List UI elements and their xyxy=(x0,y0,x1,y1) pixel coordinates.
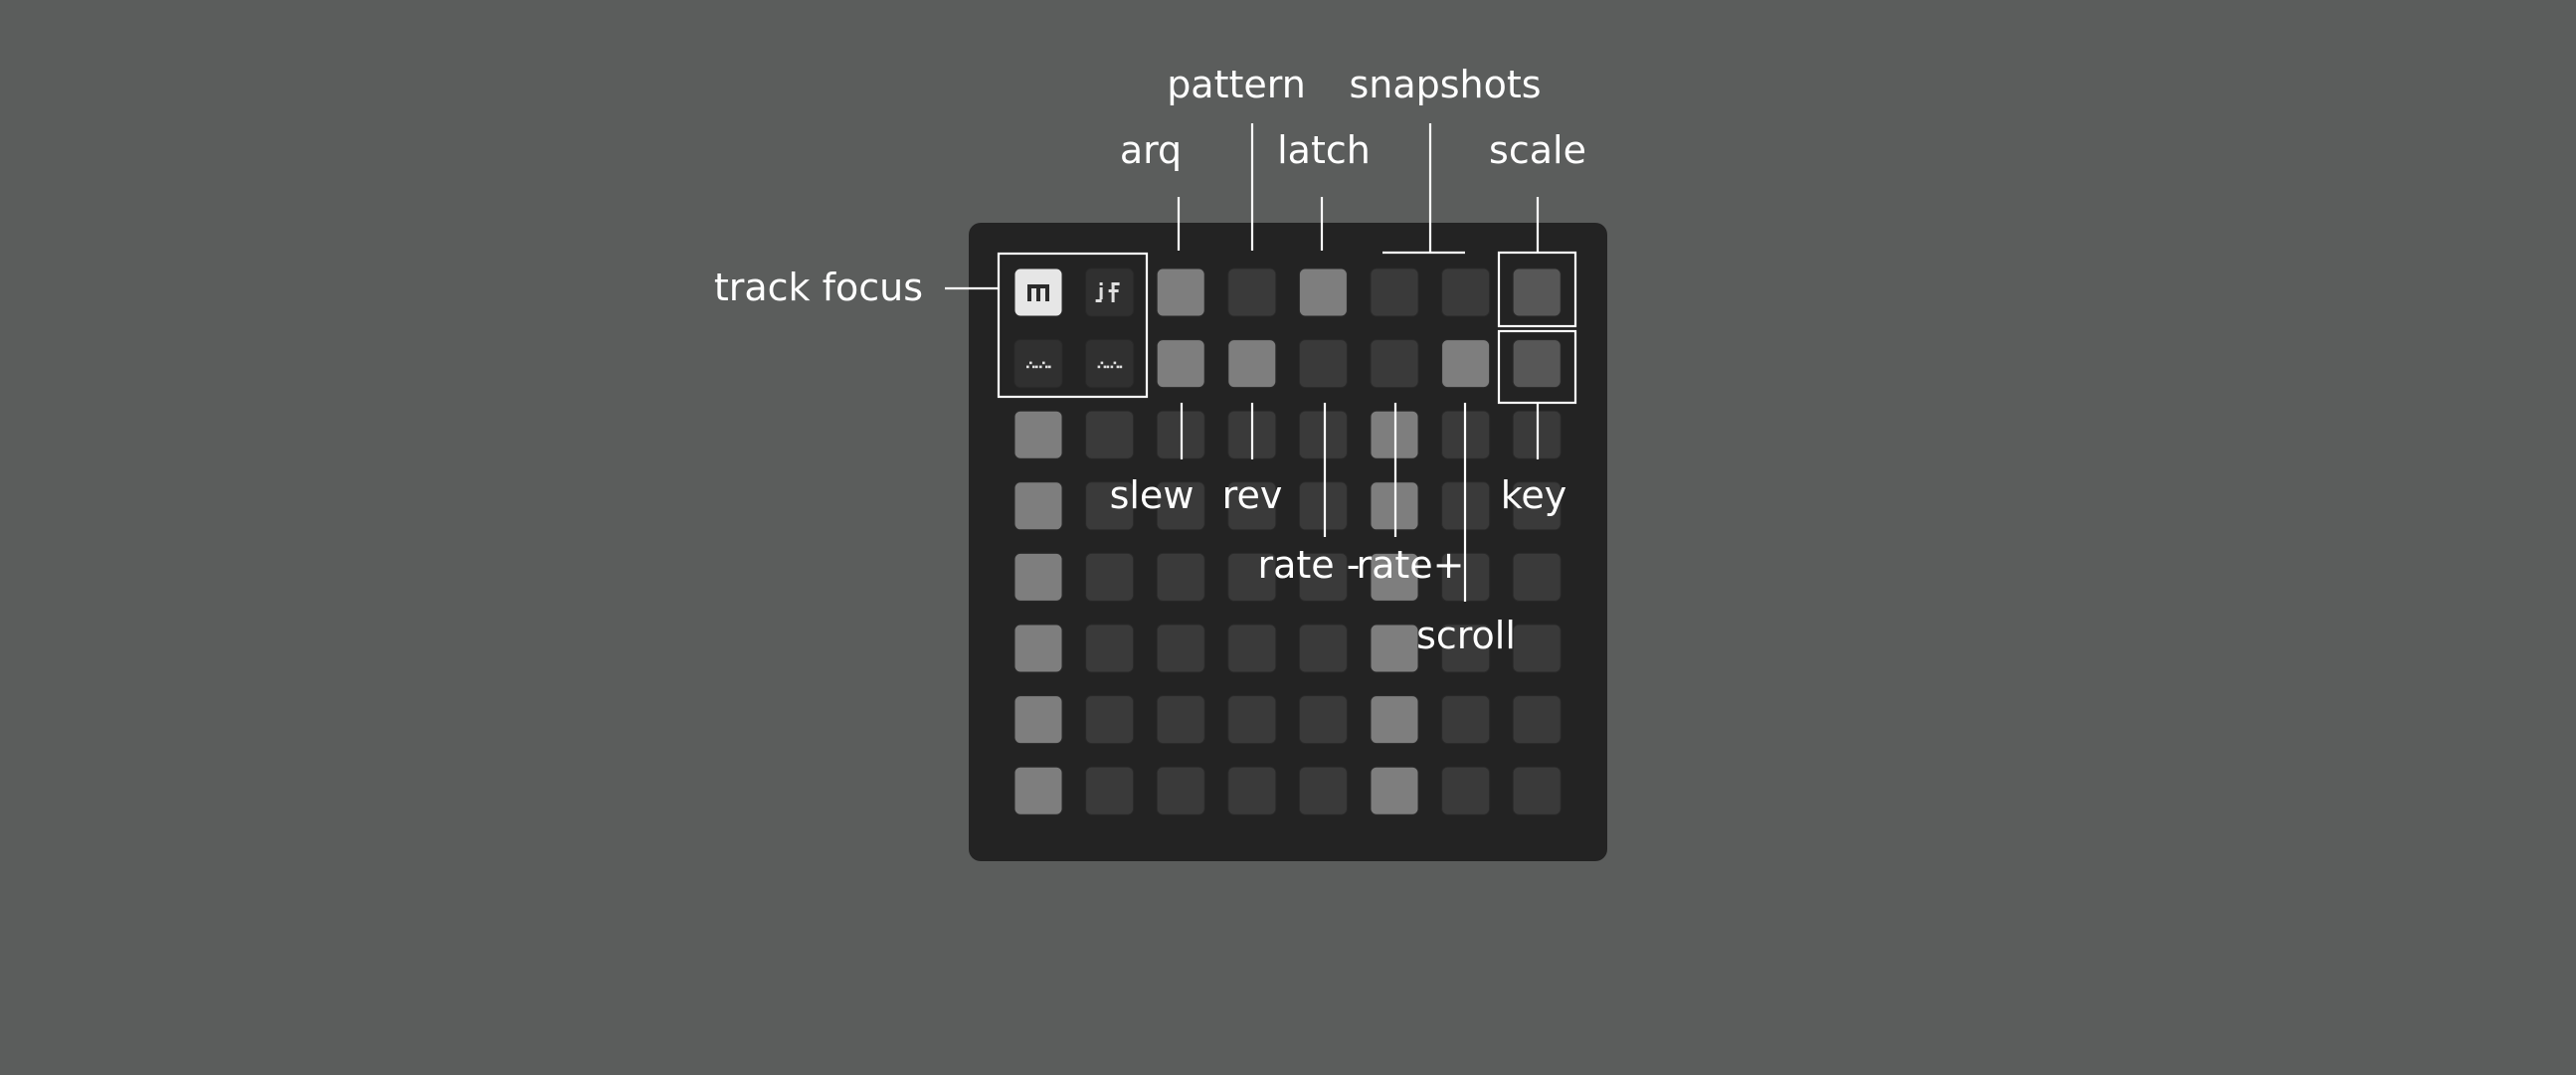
grid-pad-r5-c2[interactable] xyxy=(1156,624,1205,673)
grid-pad-r0-c2[interactable] xyxy=(1156,268,1205,317)
grid-pad-r6-c6[interactable] xyxy=(1441,695,1491,745)
grid-pad-r7-c4[interactable] xyxy=(1298,766,1348,815)
grid-pad-r0-c5[interactable] xyxy=(1370,268,1419,317)
grid-pad-r7-c6[interactable] xyxy=(1441,766,1491,815)
key-label: key xyxy=(1501,473,1567,517)
grid-pad-r5-c7[interactable] xyxy=(1512,624,1562,673)
leader-lines xyxy=(945,123,1540,602)
grid-pad-r5-c5[interactable] xyxy=(1370,624,1419,673)
grid-pad-r1-c4[interactable] xyxy=(1298,339,1348,389)
grid-pad-r4-c2[interactable] xyxy=(1156,552,1205,602)
grid-pad-r6-c1[interactable] xyxy=(1085,695,1135,745)
grid-pad-r5-c6[interactable] xyxy=(1441,624,1491,673)
grid-pad-r6-c4[interactable] xyxy=(1298,695,1348,745)
grid-pad-r4-c4[interactable] xyxy=(1298,552,1348,602)
grid-pad-r4-c7[interactable] xyxy=(1512,552,1562,602)
grid-pad-r1-c6[interactable] xyxy=(1441,339,1491,389)
grid-pad-r7-c2[interactable] xyxy=(1156,766,1205,815)
track-focus-label: track focus xyxy=(714,266,923,309)
grid-pad-r6-c7[interactable] xyxy=(1512,695,1562,745)
grid-pad-r7-c5[interactable] xyxy=(1370,766,1419,815)
grid-pad-r5-c0[interactable] xyxy=(1013,624,1063,673)
grid-pad-r5-c3[interactable] xyxy=(1227,624,1277,673)
grid-pad-r1-c0[interactable] xyxy=(1013,339,1063,389)
rate-minus-label: rate - xyxy=(1258,543,1361,587)
grid-pad-r2-c0[interactable] xyxy=(1013,410,1063,459)
latch-label: latch xyxy=(1277,128,1371,172)
grid-pad-r1-c2[interactable] xyxy=(1156,339,1205,389)
grid-pad-r7-c7[interactable] xyxy=(1512,766,1562,815)
grid-pad-r6-c3[interactable] xyxy=(1227,695,1277,745)
grid-pad-r3-c1[interactable] xyxy=(1085,481,1135,531)
grid-pad-r0-c7[interactable] xyxy=(1512,268,1562,317)
jf-glyph-icon xyxy=(1095,282,1120,302)
rev-label: rev xyxy=(1222,473,1283,517)
labels: track focus pattern snapshots arq latch … xyxy=(714,63,1586,657)
grid-pad-r4-c1[interactable] xyxy=(1085,552,1135,602)
grid-pad-r1-c7[interactable] xyxy=(1512,339,1562,389)
grid-pad-r3-c3[interactable] xyxy=(1227,481,1277,531)
slew-label: slew xyxy=(1110,473,1195,517)
scroll-label: scroll xyxy=(1416,614,1516,657)
wave-glyph-icon xyxy=(1026,361,1051,369)
m-glyph-icon xyxy=(1027,284,1049,301)
grid-pad-r1-c5[interactable] xyxy=(1370,339,1419,389)
grid-pad-r6-c2[interactable] xyxy=(1156,695,1205,745)
grid-pad-r3-c0[interactable] xyxy=(1013,481,1063,531)
arq-label: arq xyxy=(1120,128,1182,172)
grid-pad-r7-c0[interactable] xyxy=(1013,766,1063,815)
track-focus-bracket xyxy=(997,252,1149,399)
grid-pad-r2-c4[interactable] xyxy=(1298,410,1348,459)
grid-pad-r3-c2[interactable] xyxy=(1156,481,1205,531)
grid-pad-r4-c5[interactable] xyxy=(1370,552,1419,602)
scale-label: scale xyxy=(1489,128,1586,172)
grid-pad-r0-c4[interactable] xyxy=(1298,268,1348,317)
grid-pad-r7-c3[interactable] xyxy=(1227,766,1277,815)
grid-pad-r2-c1[interactable] xyxy=(1085,410,1135,459)
grid-pad-r1-c1[interactable] xyxy=(1085,339,1135,389)
snapshots-label: snapshots xyxy=(1349,63,1541,106)
grid-pad-r4-c3[interactable] xyxy=(1227,552,1277,602)
grid-pad-r0-c3[interactable] xyxy=(1227,268,1277,317)
grid-pad-r4-c0[interactable] xyxy=(1013,552,1063,602)
grid-pad-r3-c7[interactable] xyxy=(1512,481,1562,531)
grid-pad-r1-c3[interactable] xyxy=(1227,339,1277,389)
grid-pad-r6-c5[interactable] xyxy=(1370,695,1419,745)
rate-plus-label: rate+ xyxy=(1356,543,1464,587)
wave-glyph-icon xyxy=(1097,361,1123,369)
grid-pad-r5-c1[interactable] xyxy=(1085,624,1135,673)
grid-pad-r3-c4[interactable] xyxy=(1298,481,1348,531)
grid-pad-r0-c6[interactable] xyxy=(1441,268,1491,317)
pattern-label: pattern xyxy=(1167,63,1306,106)
grid-pad-r5-c4[interactable] xyxy=(1298,624,1348,673)
grid-device xyxy=(969,223,1607,861)
grid-pad-r6-c0[interactable] xyxy=(1013,695,1063,745)
grid-pad-r7-c1[interactable] xyxy=(1085,766,1135,815)
